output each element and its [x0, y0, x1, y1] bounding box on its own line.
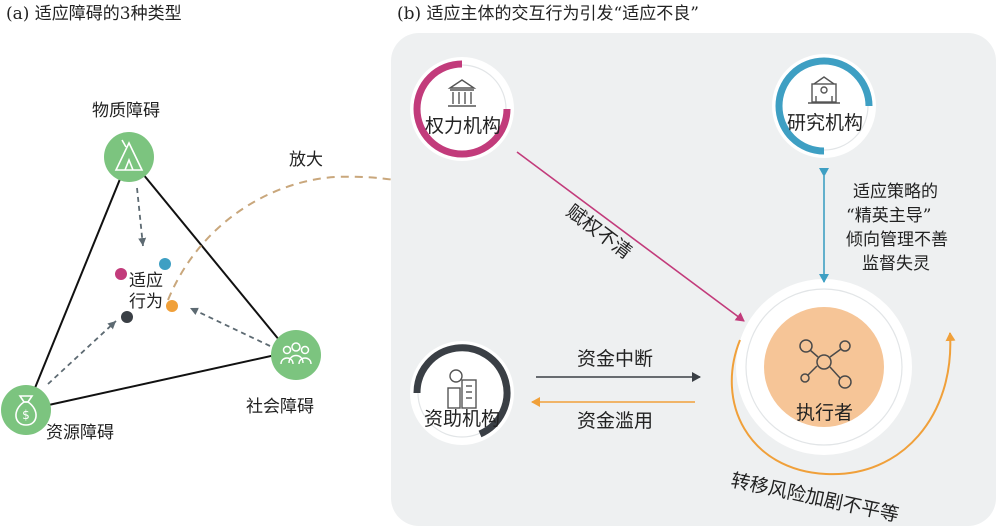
behavior-label-line2: 行为 [129, 292, 163, 312]
resource-barrier-label: 资源障碍 [46, 423, 114, 443]
magenta-actor-dot [115, 268, 127, 280]
fund-cut-label: 资金中断 [577, 348, 653, 370]
social-barrier-node [271, 330, 321, 380]
barrier-triangle [25, 156, 290, 411]
executor-node [736, 279, 912, 455]
material-barrier-label: 物质障碍 [92, 101, 160, 121]
svg-text:$: $ [22, 408, 30, 422]
material-to-behavior-arrow [136, 187, 147, 247]
tent-icon [114, 139, 144, 171]
behavior-label-line1: 适应 [129, 271, 163, 291]
executor-label: 执行者 [796, 402, 853, 424]
resource-barrier-node: $ [1, 385, 51, 435]
orange-actor-dot [166, 300, 178, 312]
amplify-label: 放大 [289, 150, 323, 170]
power-institution-node [410, 57, 514, 161]
funding-institution-label: 资助机构 [424, 408, 500, 430]
university-building-icon [808, 76, 840, 104]
research-institution-node [772, 54, 876, 158]
bank-building-icon [447, 79, 477, 107]
funding-institution-node [410, 341, 514, 445]
amplify-arrow [167, 175, 441, 301]
social-to-behavior-arrow [189, 307, 271, 347]
coin-building-icon [447, 369, 477, 409]
strategy-line-3: 倾向管理不善 [846, 230, 948, 250]
power-to-executor-arrow [516, 151, 745, 322]
material-barrier-node [104, 132, 154, 182]
risk-transfer-arrow [730, 332, 956, 476]
strategy-line-1: 适应策略的 [853, 182, 938, 202]
money-bag-icon: $ [15, 395, 37, 426]
resource-to-behavior-arrow [47, 320, 117, 385]
dark-actor-dot [121, 311, 133, 323]
people-icon [280, 342, 312, 365]
panel-a-title: (a) 适应障碍的3种类型 [6, 4, 182, 24]
network-people-icon [799, 339, 852, 389]
panel-b-title: (b) 适应主体的交互行为引发“适应不良” [397, 4, 699, 24]
strategy-line-4: 监督失灵 [862, 254, 930, 274]
power-institution-label: 权力机构 [425, 115, 501, 137]
fund-abuse-label: 资金滥用 [577, 410, 653, 432]
strategy-line-2: “精英主导” [846, 206, 931, 226]
blue-actor-dot [159, 258, 171, 270]
social-barrier-label: 社会障碍 [246, 397, 314, 417]
research-institution-label: 研究机构 [787, 112, 863, 134]
